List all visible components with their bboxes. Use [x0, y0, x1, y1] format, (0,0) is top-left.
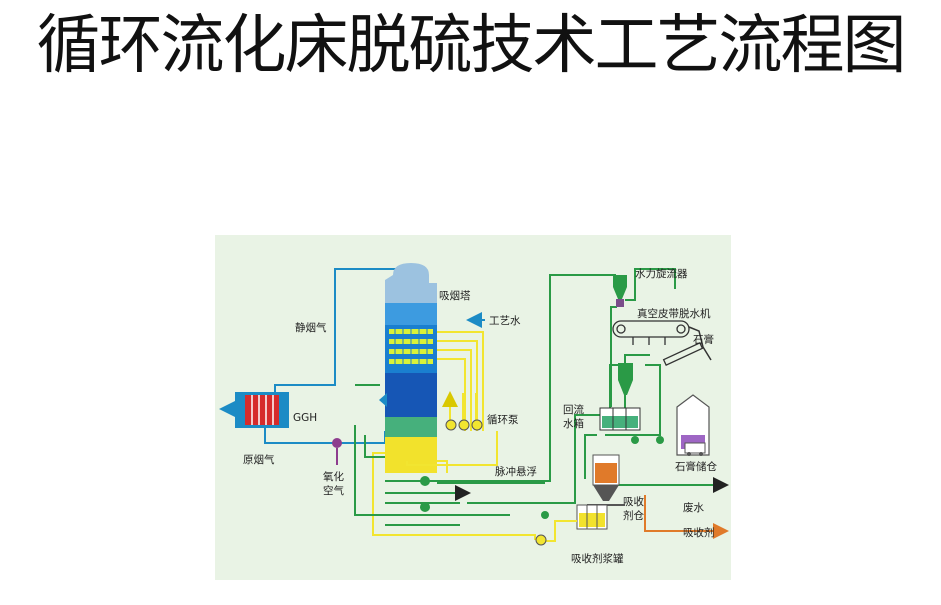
circulation-pumps [445, 419, 483, 431]
label-gypsum: 石膏 [693, 333, 714, 346]
label-ggh: GGH [293, 412, 317, 424]
label-hydrocyclone: 水力旋流器 [635, 267, 688, 280]
return-water-tank [599, 407, 641, 431]
label-gypsum-silo: 石膏储仓 [675, 460, 717, 473]
label-pulse-suspension: 脉冲悬浮 [495, 465, 537, 478]
label-clean-gas: 静烟气 [295, 321, 327, 334]
hydrocyclone [613, 275, 627, 307]
label-absorbent: 吸收剂 [683, 526, 715, 539]
label-return-tank-1: 回流 [563, 403, 584, 416]
page-title: 循环流化床脱硫技术工艺流程图 [36, 9, 907, 83]
absorbent-feed-line [644, 495, 729, 539]
absorber-tower [379, 263, 437, 473]
circulation-lines [372, 331, 536, 540]
flow-diagram: 吸烟塔 工艺水 静烟气 GGH 原烟气 氧化 空气 循环泵 脉冲悬浮 水力旋流器… [215, 235, 731, 580]
ggh-heat-exchanger [235, 392, 289, 428]
pump-icon [471, 419, 483, 431]
label-belt-filter: 真空皮带脱水机 [637, 307, 711, 320]
diagram-background [215, 235, 731, 580]
pump-icon [445, 419, 457, 431]
vacuum-belt-filter [612, 320, 712, 367]
absorbent-slurry-tank [576, 504, 608, 530]
small-valves [420, 436, 664, 519]
gypsum-silo [676, 394, 710, 456]
label-absorbent-silo-2: 剂仓 [623, 509, 644, 522]
label-absorber: 吸烟塔 [439, 289, 471, 302]
label-process-water: 工艺水 [489, 315, 521, 327]
pump-icon [458, 419, 470, 431]
label-slurry-tank: 吸收剂浆罐 [571, 552, 624, 565]
label-raw-gas: 原烟气 [243, 453, 275, 466]
secondary-cyclone [618, 363, 633, 395]
label-absorbent-silo-1: 吸收 [623, 495, 644, 508]
label-oxidation-air-1: 氧化 [323, 470, 344, 483]
label-oxidation-air-2: 空气 [323, 484, 344, 497]
label-circulation-pump: 循环泵 [487, 413, 519, 426]
label-waste-water: 废水 [683, 501, 704, 514]
oxidation-air-valve [332, 438, 342, 448]
label-return-tank-2: 水箱 [563, 417, 584, 430]
